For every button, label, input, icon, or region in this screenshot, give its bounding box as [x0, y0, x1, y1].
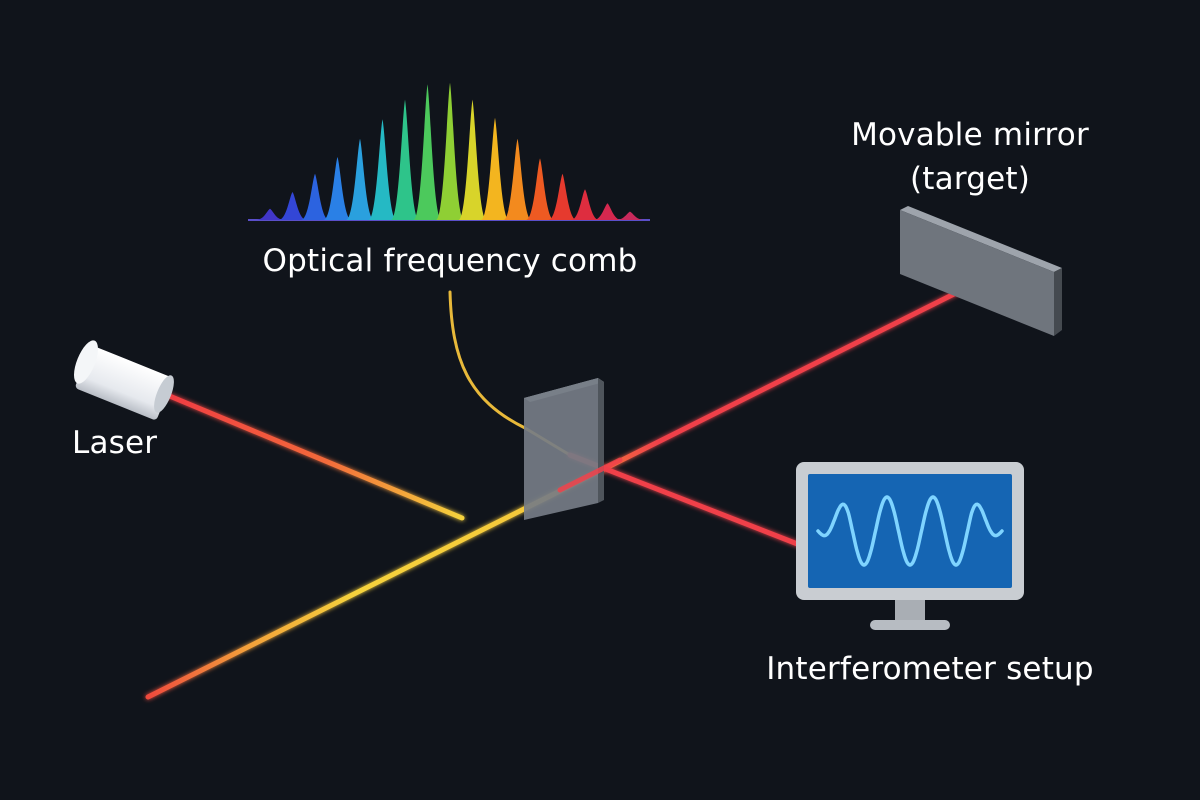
comb-peak: [593, 203, 622, 220]
comb-peak: [301, 173, 329, 220]
laser-icon: [74, 340, 174, 420]
frequency-comb-icon: [248, 82, 650, 221]
laser-label: Laser: [72, 425, 158, 461]
monitor-icon: [796, 462, 1024, 630]
comb-peak: [616, 211, 644, 220]
comb-peak: [391, 99, 419, 220]
beamsplitter-icon: [524, 378, 604, 520]
comb-peak: [481, 117, 509, 220]
crossing-beam: [557, 457, 623, 493]
comb-peak: [368, 119, 397, 220]
detector-beam: [567, 452, 803, 548]
comb-peak: [526, 158, 554, 220]
movable-mirror-icon: [900, 206, 1062, 336]
comb-peak: [256, 208, 284, 220]
comb-peak: [458, 99, 487, 220]
mirror-label-line2: (target): [909, 161, 1031, 197]
comb-peak: [346, 138, 374, 220]
interference-wave: [816, 495, 1004, 567]
comb-peak: [278, 192, 307, 220]
laser-beam: [157, 389, 465, 521]
comb-peak: [413, 84, 442, 220]
comb-peak: [503, 138, 532, 220]
mirror-label-line1: Movable mirror: [851, 117, 1089, 153]
comb-peak: [571, 189, 599, 220]
interferometer-label: Interferometer setup: [766, 651, 1094, 687]
comb-label: Optical frequency comb: [262, 243, 638, 279]
comb-peak: [323, 157, 352, 220]
comb-peak: [436, 82, 464, 220]
comb-peak: [548, 173, 577, 220]
